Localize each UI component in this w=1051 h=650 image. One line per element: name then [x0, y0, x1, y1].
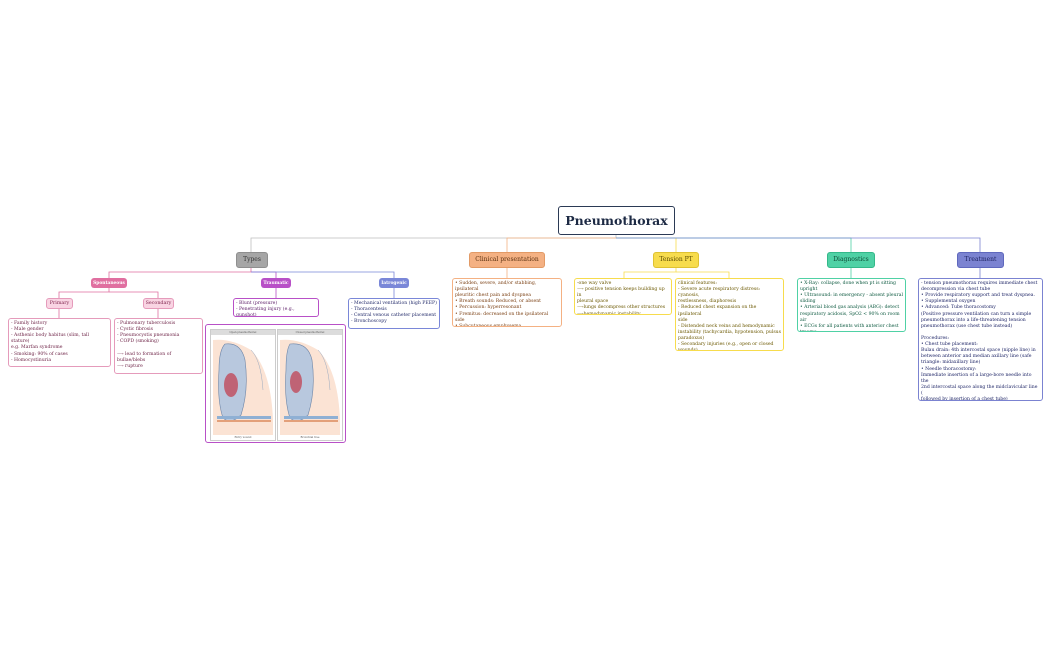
detail-line: ⟶ lead to formation of bullae/blebs — [117, 351, 172, 363]
detail-line: • Provide respiratory support and treat … — [921, 293, 1035, 299]
root-topic[interactable]: Pneumothorax — [558, 206, 675, 235]
detail-line: - tension pneumothorax requires immediat… — [921, 281, 1038, 286]
tension-clinical-features[interactable]: clinical features:- Severe acute respira… — [675, 278, 784, 351]
detail-line: - Homocystinuria — [11, 357, 52, 363]
pneumothorax-illustration: Open pneumothorax Entry wound Closed pne… — [205, 324, 346, 443]
detail-line: pleuritic chest pain and dyspnea — [455, 293, 531, 299]
detail-line: upright — [800, 287, 818, 293]
detail-line: pneumothorax into a life-threatening ten… — [921, 317, 1026, 323]
detail-line: - Severe acute respiratory distress: cya… — [678, 287, 761, 299]
panel-title: Open pneumothorax — [211, 330, 275, 335]
detail-line: - Mechanical ventilation (high PEEP) — [351, 301, 437, 306]
detail-line: • ECGs for all patients with anterior ch… — [800, 323, 899, 329]
subtopic-primary[interactable]: Primary — [46, 298, 73, 309]
detail-line: - Distended neck veins and hemodynamic — [678, 323, 775, 329]
detail-line: ⟶hemodynamic instability — [577, 311, 641, 315]
detail-line: • X-Ray: collapse, done when pt is sitti… — [800, 281, 896, 286]
detail-line: pleural space — [577, 299, 609, 305]
detail-line: - Cystic fibrosis — [117, 327, 153, 333]
subtopic-iatrogenic[interactable]: Iatrogenic — [379, 278, 409, 288]
treatment-details[interactable]: - tension pneumothorax requires immediat… — [918, 278, 1043, 401]
detail-line: 2nd intercostal space along the midclavi… — [921, 384, 1038, 396]
detail-line: - Male gender — [11, 327, 44, 333]
detail-line: triangle: midaxillary line) — [921, 360, 981, 366]
detail-line: Immediate insertion of a large-bore need… — [921, 372, 1032, 384]
detail-line: • Chest tube placement: — [921, 342, 978, 348]
iatrogenic-details[interactable]: - Mechanical ventilation (high PEEP)- Th… — [348, 298, 440, 329]
detail-line: • Supplemental oxygen — [921, 299, 976, 305]
tension-mechanism-details[interactable]: -one way valve⟶ positive tension keeps b… — [574, 278, 672, 315]
subtopic-spontaneous[interactable]: Spontaneous — [91, 278, 127, 288]
detail-line: pneumothorax (use chest tube instead) — [921, 323, 1013, 329]
traumatic-details[interactable]: - Blunt (pressure)- Penetrating injury (… — [233, 298, 319, 317]
detail-line: decompression via chest tube — [921, 287, 991, 293]
detail-line: restlessness, diaphoresis — [678, 299, 737, 305]
branch-treatment[interactable]: Treatment — [957, 252, 1004, 268]
detail-line: clinical features: — [678, 281, 717, 286]
detail-line: - Pneumocystis pneumonia — [117, 333, 180, 339]
branch-types[interactable]: Types — [236, 252, 268, 268]
detail-line: between anterior and median axillary lin… — [921, 354, 1032, 360]
branch-tension-pt[interactable]: Tension PT — [653, 252, 699, 268]
detail-line: followed by insertion of a chest tube) — [921, 397, 1008, 401]
detail-line: - Bronchoscopy — [351, 319, 387, 325]
lung-diagram-icon — [213, 339, 273, 435]
detail-line: side — [678, 317, 688, 323]
open-pneumothorax-panel: Open pneumothorax Entry wound — [210, 329, 276, 441]
detail-line: wounds) — [678, 348, 698, 351]
lung-diagram-icon — [280, 339, 340, 435]
detail-line: - Family history — [11, 321, 48, 326]
detail-line: - Reduced chest expansion on the ipsilat… — [678, 305, 757, 317]
panel-caption: Entry wound — [234, 436, 252, 439]
detail-line: - COPD (smoking) — [117, 339, 159, 345]
subtopic-secondary[interactable]: Secondary — [143, 298, 174, 309]
detail-line: - Secondary injuries (e.g., open or clos… — [678, 342, 774, 348]
detail-line: • Fremitus: decreased on the ipsilateral… — [455, 311, 549, 323]
detail-line: respiratory acidosis, SpO2 < 90% on room… — [800, 311, 900, 323]
detail-line: • Advanced: Tube thoracostomy — [921, 305, 996, 311]
detail-line: e.g. Marfan syndrome — [11, 345, 63, 351]
panel-caption: Bronchial tree — [300, 436, 320, 439]
detail-line: - Asthenic body habitus (slim, tall stat… — [11, 333, 89, 345]
branch-diagnostics[interactable]: Diagnostics — [827, 252, 875, 268]
detail-line: - Pulmonary tuberculosis — [117, 321, 176, 326]
detail-line: • Needle thoracostomy: — [921, 366, 977, 372]
detail-line: instability (tachycardia, hypotension, p… — [678, 329, 781, 335]
detail-line: Bulau drain: 4th intercostal space (nipp… — [921, 348, 1036, 354]
detail-line: Procedures: — [921, 335, 950, 341]
diagnostics-details[interactable]: • X-Ray: collapse, done when pt is sitti… — [797, 278, 906, 332]
detail-line: - Thoracentesis — [351, 307, 387, 313]
detail-line: - Central venous catheter placement — [351, 313, 437, 319]
branch-clinical-presentation[interactable]: Clinical presentation — [469, 252, 545, 268]
detail-line: • Subcutaneous emphysema — [455, 323, 522, 327]
primary-details[interactable]: - Family history- Male gender- Asthenic … — [8, 318, 111, 367]
detail-line: • Ultrasound: in emergency - absent pleu… — [800, 293, 903, 299]
detail-line: • Breath sounds: Reduced, or absent — [455, 299, 542, 305]
detail-line: paradoxus) — [678, 335, 705, 341]
panel-title: Closed pneumothorax — [278, 330, 342, 335]
detail-line: -one way valve — [577, 281, 612, 286]
detail-line: ⟶ positive tension keeps building up in — [577, 287, 665, 299]
detail-line: - Smoking: 90% of cases — [11, 351, 68, 357]
clinical-details[interactable]: • Sudden, severe, and/or stabbing, ipsil… — [452, 278, 562, 327]
secondary-details[interactable]: - Pulmonary tuberculosis- Cystic fibrosi… — [114, 318, 203, 374]
detail-line: ⟶ rupture — [117, 363, 143, 369]
detail-line: - Blunt (pressure) — [236, 301, 278, 306]
detail-line: • Arterial blood gas analysis (ABG): det… — [800, 305, 900, 311]
subtopic-traumatic[interactable]: Traumatic — [261, 278, 291, 288]
detail-line: trauma — [800, 330, 903, 331]
detail-line: • Percussion: hyperresonant — [455, 305, 522, 311]
detail-line: • Sudden, severe, and/or stabbing, ipsil… — [455, 281, 537, 293]
detail-line: - Penetrating injury (e.g., gunshot) — [236, 307, 295, 317]
detail-line: ⟶lungs decompress other structures — [577, 305, 666, 311]
detail-line: sliding — [800, 299, 816, 305]
closed-pneumothorax-panel: Closed pneumothorax Bronchial tree — [277, 329, 343, 441]
detail-line: (Positive pressure ventilation can turn … — [921, 311, 1032, 317]
